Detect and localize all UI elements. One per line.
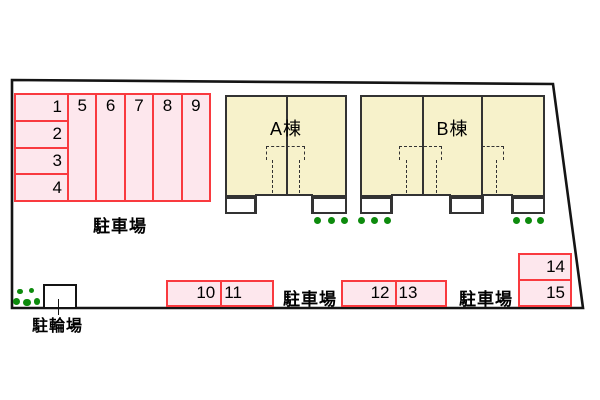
greenery-dot-icon: [327, 217, 335, 224]
greenery-dot-icon: [340, 217, 348, 224]
parking-columns-5-9: 5 6 7 8 9: [69, 95, 209, 200]
parking-spot-1: 1: [52, 97, 62, 117]
shrub-icon: [28, 287, 34, 293]
stairway-leg-icon: [299, 160, 300, 193]
parking-spot-13: 13: [394, 282, 446, 305]
stairway-leg-icon: [272, 160, 273, 193]
building-a-entrance-box-left: [225, 196, 256, 214]
parking-area-label-mid: 駐車場: [283, 289, 337, 309]
parking-spot-8: 8: [152, 95, 180, 200]
parking-spot-2: 2: [16, 119, 67, 147]
shrub-icon: [23, 298, 31, 306]
shrub-icon: [17, 288, 23, 294]
parking-block-14-15: 14 15: [518, 252, 572, 307]
building-b: B棟: [360, 95, 545, 197]
stairway-dashes-icon: [266, 146, 305, 160]
parking-area-label-right: 駐車場: [459, 289, 513, 309]
greenery-dot-icon: [314, 217, 321, 224]
greenery-dot-icon: [358, 217, 365, 224]
greenery-dot-icon: [384, 217, 391, 224]
bicycle-area-label: 駐輪場: [32, 317, 84, 335]
parking-spot-9: 9: [180, 95, 209, 200]
parking-spot-6: 6: [95, 95, 123, 200]
parking-spot-14: 14: [546, 256, 565, 276]
building-b-porch-right: [482, 193, 513, 214]
building-b-porch-left: [391, 193, 451, 214]
building-a-label: A棟: [269, 119, 302, 139]
building-a-porch: [255, 193, 313, 214]
building-b-entrance-box-left: [360, 196, 392, 214]
parking-spot-15: 15: [520, 278, 570, 305]
building-b-entrance-box-center: [450, 196, 483, 214]
building-a: A棟: [225, 95, 347, 197]
parking-block-10-11: 10 11: [166, 279, 274, 307]
parking-spot-5: 5: [77, 96, 87, 115]
building-a-entrance-box-right: [312, 196, 347, 214]
building-b-label: B棟: [436, 119, 469, 139]
parking-spot-7: 7: [123, 95, 152, 200]
stairway-dashes-icon: [399, 146, 442, 160]
greenery-dot-icon: [525, 217, 532, 224]
building-b-entrance-box-right: [512, 196, 545, 214]
parking-block-12-13: 12 13: [341, 280, 447, 307]
parking-block-left: 1 2 3 4 5 6 7 8 9: [14, 93, 211, 202]
parking-spot-10: 10: [196, 283, 216, 302]
stairway-leg-icon: [496, 160, 497, 193]
parking-spot-3: 3: [16, 146, 67, 174]
stairway-leg-icon: [406, 160, 407, 193]
parking-spot-4: 4: [16, 173, 67, 200]
shrub-icon: [13, 298, 20, 305]
greenery-dot-icon: [513, 217, 520, 224]
stairway-leg-icon: [436, 160, 437, 193]
parking-spot-12: 12: [370, 283, 390, 303]
greenery-dot-icon: [537, 217, 544, 224]
greenery-dot-icon: [371, 217, 378, 224]
parking-area-label-left: 駐車場: [93, 217, 147, 236]
bicycle-label-leader-line: [58, 299, 59, 315]
parking-spot-11: 11: [220, 281, 271, 305]
bicycle-shed: [42, 284, 77, 309]
shrub-icon: [33, 298, 40, 305]
parking-rows-1-4: 1 2 3 4: [16, 95, 69, 200]
stairway-dashes-icon: [482, 146, 504, 160]
